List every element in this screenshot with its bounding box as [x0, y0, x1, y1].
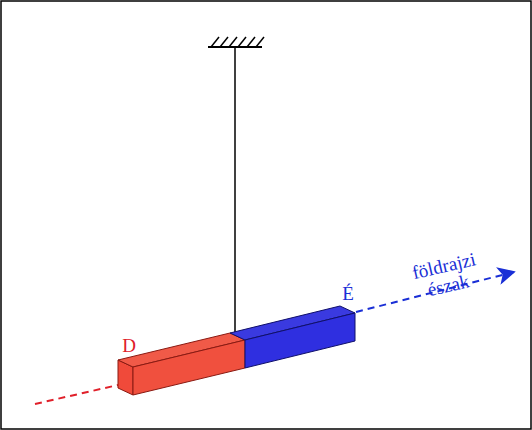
pole-label: D [122, 336, 136, 356]
hatch-stroke [220, 37, 228, 47]
hatch-stroke [247, 37, 255, 47]
south-axis-line [35, 385, 118, 404]
magnet-north-front [245, 313, 355, 368]
magnet-south-front [133, 340, 245, 395]
direction-label: földrajzi észak [410, 249, 482, 302]
string [234, 47, 236, 335]
hatch-stroke [211, 37, 219, 47]
hatch-stroke [238, 37, 246, 47]
hatch-stroke [229, 37, 237, 47]
hatch-stroke [256, 37, 264, 47]
pole-label: É [342, 284, 354, 304]
ceiling-hatch [211, 37, 264, 47]
